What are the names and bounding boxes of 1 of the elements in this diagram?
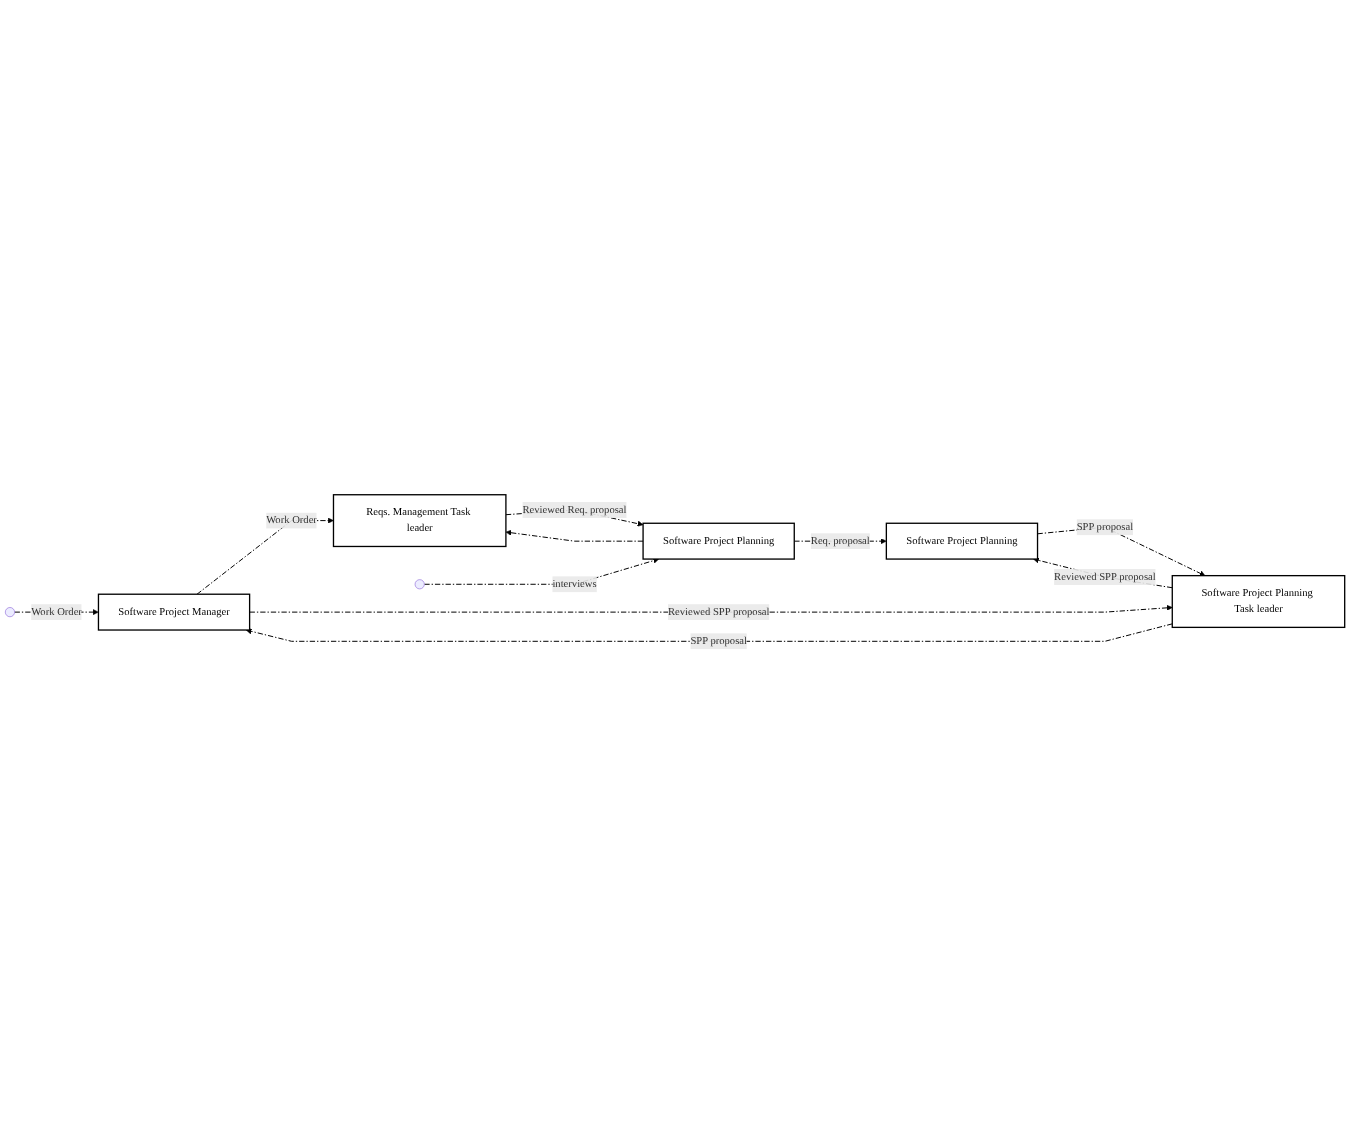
arrow [505,529,644,542]
